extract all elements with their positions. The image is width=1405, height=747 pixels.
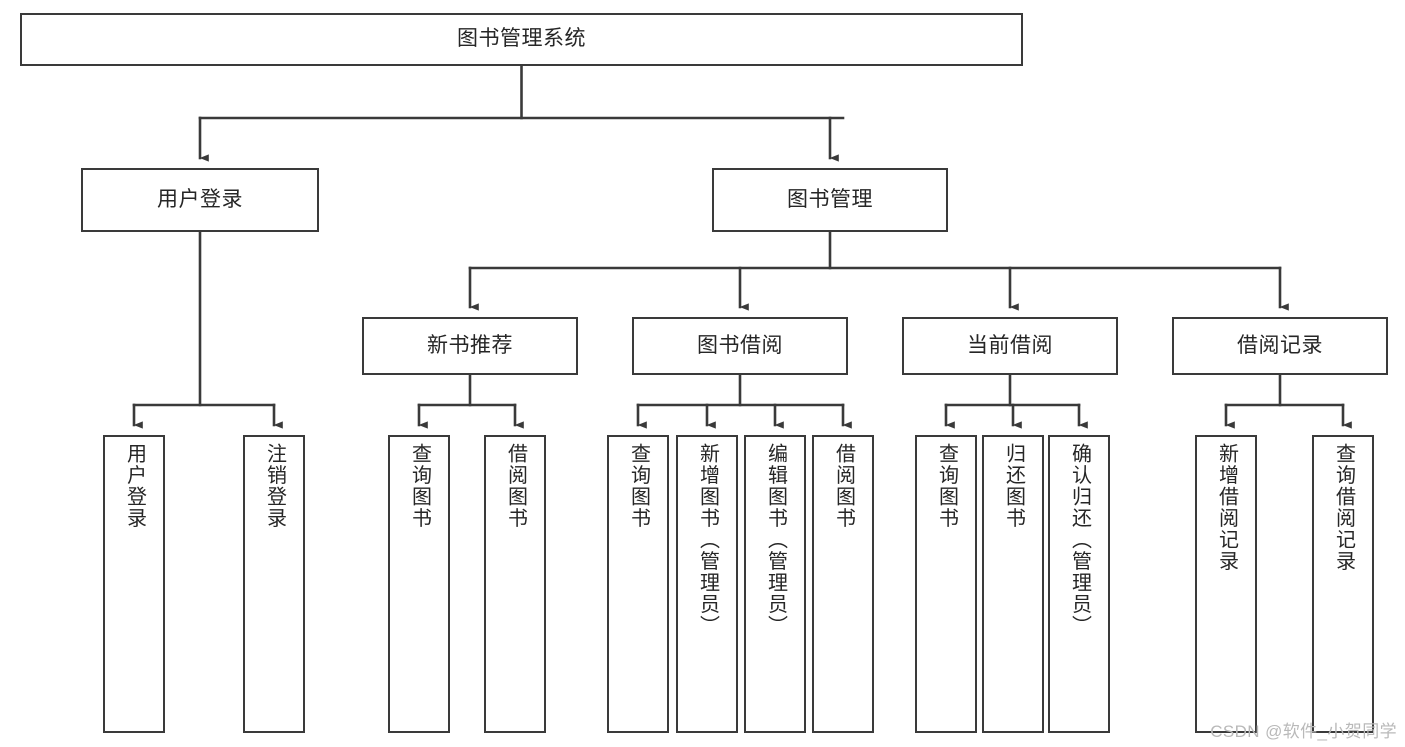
node-current-borrow-label: 当前借阅 bbox=[967, 333, 1053, 357]
leaf-logout-label: 注销登录 bbox=[263, 443, 286, 529]
leaf-add-record[interactable]: 新增借阅记录 bbox=[1195, 435, 1257, 733]
leaf-query-record[interactable]: 查询借阅记录 bbox=[1312, 435, 1374, 733]
node-borrow-record[interactable]: 借阅记录 bbox=[1172, 317, 1388, 375]
leaf-query-book-2-label: 查询图书 bbox=[627, 443, 650, 529]
leaf-query-book-1[interactable]: 查询图书 bbox=[388, 435, 450, 733]
leaf-edit-book[interactable]: 编辑图书（管理员） bbox=[744, 435, 806, 733]
leaf-user-login-label: 用户登录 bbox=[123, 443, 146, 529]
node-book-manage[interactable]: 图书管理 bbox=[712, 168, 948, 232]
node-new-book-rec-label: 新书推荐 bbox=[427, 333, 513, 357]
leaf-add-record-label: 新增借阅记录 bbox=[1215, 443, 1238, 572]
node-book-borrow-label: 图书借阅 bbox=[697, 333, 783, 357]
leaf-confirm-return[interactable]: 确认归还（管理员） bbox=[1048, 435, 1110, 733]
node-user-login-label: 用户登录 bbox=[157, 187, 243, 211]
csdn-watermark: CSDN @软件_小贺同学 bbox=[1210, 722, 1397, 741]
node-user-login[interactable]: 用户登录 bbox=[81, 168, 319, 232]
node-root-label: 图书管理系统 bbox=[457, 27, 586, 51]
leaf-query-record-label: 查询借阅记录 bbox=[1332, 443, 1355, 572]
leaf-edit-book-label: 编辑图书（管理员） bbox=[764, 443, 787, 637]
node-book-manage-label: 图书管理 bbox=[787, 187, 873, 211]
leaf-user-login[interactable]: 用户登录 bbox=[103, 435, 165, 733]
leaf-borrow-book-2[interactable]: 借阅图书 bbox=[812, 435, 874, 733]
leaf-return-book-label: 归还图书 bbox=[1002, 443, 1025, 529]
leaf-add-book-label: 新增图书（管理员） bbox=[696, 443, 719, 637]
leaf-logout[interactable]: 注销登录 bbox=[243, 435, 305, 733]
node-current-borrow[interactable]: 当前借阅 bbox=[902, 317, 1118, 375]
leaf-query-book-2[interactable]: 查询图书 bbox=[607, 435, 669, 733]
node-borrow-record-label: 借阅记录 bbox=[1237, 333, 1323, 357]
leaf-query-book-3-label: 查询图书 bbox=[935, 443, 958, 529]
leaf-add-book[interactable]: 新增图书（管理员） bbox=[676, 435, 738, 733]
leaf-query-book-1-label: 查询图书 bbox=[408, 443, 431, 529]
leaf-borrow-book-1-label: 借阅图书 bbox=[504, 443, 527, 529]
leaf-query-book-3[interactable]: 查询图书 bbox=[915, 435, 977, 733]
leaf-borrow-book-1[interactable]: 借阅图书 bbox=[484, 435, 546, 733]
node-book-borrow[interactable]: 图书借阅 bbox=[632, 317, 848, 375]
node-root[interactable]: 图书管理系统 bbox=[20, 13, 1023, 66]
leaf-confirm-return-label: 确认归还（管理员） bbox=[1068, 443, 1091, 637]
leaf-borrow-book-2-label: 借阅图书 bbox=[832, 443, 855, 529]
leaf-return-book[interactable]: 归还图书 bbox=[982, 435, 1044, 733]
node-new-book-rec[interactable]: 新书推荐 bbox=[362, 317, 578, 375]
